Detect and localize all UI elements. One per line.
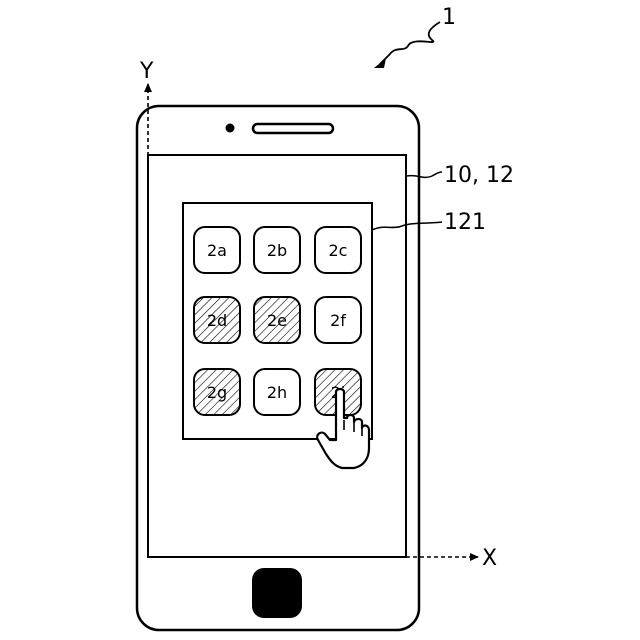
- key-label-2e: 2e: [267, 311, 287, 330]
- screen-reference-label: 10, 12: [444, 163, 514, 188]
- device-reference-leader: [380, 22, 440, 64]
- key-label-2c: 2c: [329, 241, 348, 260]
- device-reference-arrowhead: [374, 58, 386, 68]
- key-2h[interactable]: 2h: [254, 369, 300, 415]
- keypad-keys: 2a2b2c2d2e2f2g2h2i: [194, 227, 361, 415]
- key-2b[interactable]: 2b: [254, 227, 300, 273]
- speaker-grille: [253, 124, 333, 133]
- key-2e[interactable]: 2e: [254, 297, 300, 343]
- key-label-2h: 2h: [267, 383, 287, 402]
- key-label-2g: 2g: [207, 383, 227, 402]
- key-2c[interactable]: 2c: [315, 227, 361, 273]
- front-camera-icon: [226, 124, 235, 133]
- key-2f[interactable]: 2f: [315, 297, 361, 343]
- key-2g[interactable]: 2g: [194, 369, 240, 415]
- key-2a[interactable]: 2a: [194, 227, 240, 273]
- panel-reference-label: 121: [444, 210, 486, 235]
- key-label-2a: 2a: [207, 241, 227, 260]
- x-axis-label: X: [482, 546, 497, 571]
- device-reference-label: 1: [442, 5, 456, 30]
- key-label-2d: 2d: [207, 311, 227, 330]
- y-axis-label: Y: [139, 59, 154, 84]
- key-2d[interactable]: 2d: [194, 297, 240, 343]
- key-label-2f: 2f: [330, 311, 346, 330]
- home-button[interactable]: [252, 568, 302, 618]
- key-label-2b: 2b: [267, 241, 287, 260]
